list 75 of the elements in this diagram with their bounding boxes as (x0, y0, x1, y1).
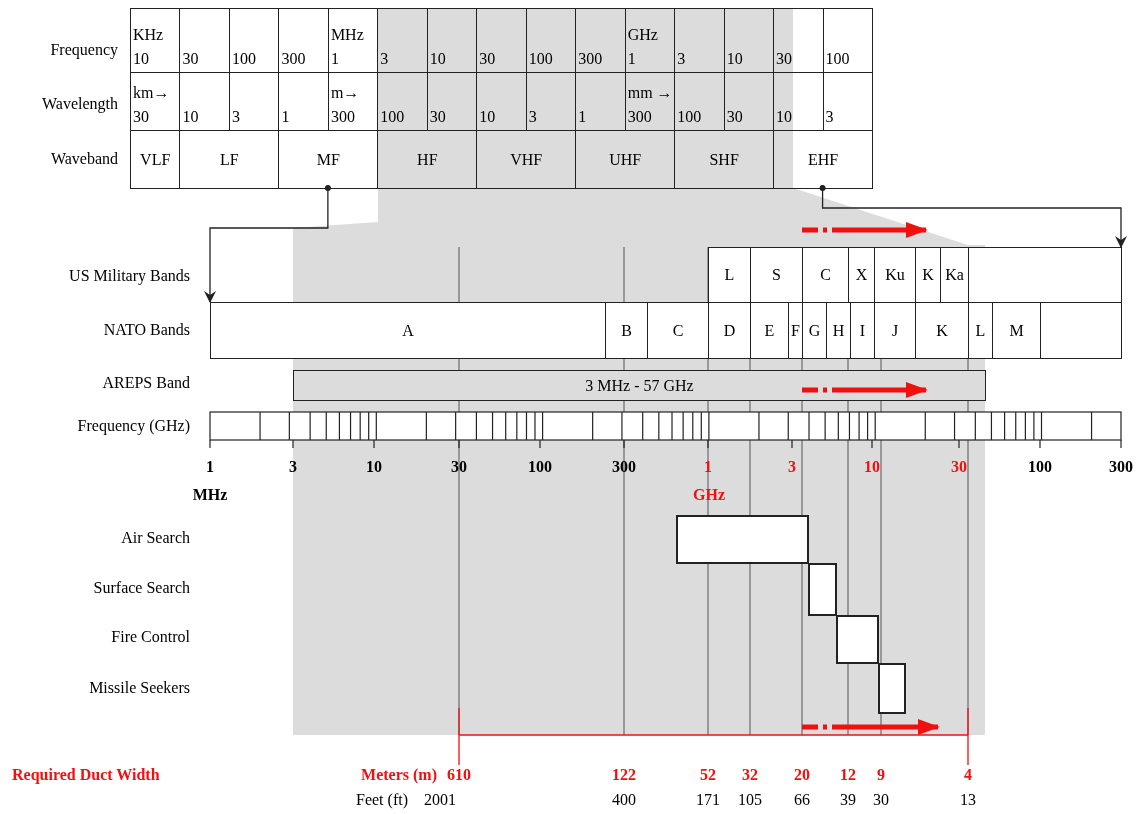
axis-tick-label: 300 (1109, 457, 1133, 477)
axis-tick-label: 10 (864, 457, 880, 477)
band-cell: K (915, 302, 969, 359)
range-bar (676, 515, 809, 564)
band-cell: G (802, 302, 827, 359)
axis-unit: GHz (693, 485, 725, 505)
duct-width-value: 610 (447, 765, 471, 785)
axis-tick-label: 1 (704, 457, 712, 477)
band-cell: B (605, 302, 648, 359)
row-header: Surface Search (93, 578, 190, 598)
band-cell: K (915, 247, 941, 303)
band-cell: D (708, 302, 751, 359)
axis-tick-label: 100 (528, 457, 552, 477)
duct-width-value: 105 (738, 790, 762, 810)
row-header: AREPS Band (102, 373, 190, 393)
band-cell: H (826, 302, 851, 359)
axis-tick-label: 30 (951, 457, 967, 477)
unit-label: Feet (ft) (356, 790, 408, 810)
duct-width-value: 171 (696, 790, 720, 810)
duct-width-value: 13 (960, 790, 976, 810)
row-header: US Military Bands (69, 266, 190, 286)
axis-tick-label: 300 (612, 457, 636, 477)
duct-width-value: 32 (742, 765, 758, 785)
duct-width-value: 66 (794, 790, 810, 810)
waveband-cell: VLF (130, 130, 181, 189)
connector-arrow (819, 184, 1127, 248)
range-bar (878, 663, 906, 714)
row-header: Missile Seekers (89, 678, 190, 698)
band-cell: Ku (874, 247, 916, 303)
axis-tick-label: 30 (451, 457, 467, 477)
unit-label: Meters (m) (361, 765, 437, 785)
duct-width-value: 2001 (424, 790, 456, 810)
duct-width-value: 400 (612, 790, 636, 810)
row-header: Wavelength (42, 94, 118, 114)
range-bar (836, 615, 879, 664)
waveband-cell: EHF (773, 130, 874, 189)
duct-width-value: 30 (873, 790, 889, 810)
band-cell: Ka (940, 247, 969, 303)
axis-tick-label: 3 (788, 457, 796, 477)
row-header: Waveband (50, 149, 118, 169)
axis-tick-label: 10 (366, 457, 382, 477)
band-cell: L (968, 302, 993, 359)
axis-tick-label: 100 (1028, 457, 1052, 477)
axis-tick-label: 3 (289, 457, 297, 477)
duct-width-value: 20 (794, 765, 810, 785)
band-cell: E (750, 302, 789, 359)
band-cell: L (708, 247, 751, 303)
frequency-cell: KHz 10 (130, 8, 181, 73)
band-cell: C (647, 302, 709, 359)
range-bar (808, 563, 837, 616)
band-cell: X (848, 247, 875, 303)
frequency-cell: 100 (822, 8, 874, 73)
band-cell: C (802, 247, 849, 303)
duct-width-value: 4 (964, 765, 972, 785)
row-header: Required Duct Width (12, 765, 160, 785)
range-bar: 3 MHz - 57 GHz (293, 370, 986, 401)
row-header: Air Search (121, 528, 190, 548)
axis-unit: MHz (192, 485, 228, 505)
band-cell: A (210, 302, 606, 359)
row-header: Frequency (50, 40, 118, 60)
connector-arrow (204, 184, 331, 303)
row-header: NATO Bands (103, 320, 190, 340)
band-cell (968, 247, 1122, 303)
duct-width-value: 39 (840, 790, 856, 810)
band-cell: I (850, 302, 875, 359)
duct-width-value: 52 (700, 765, 716, 785)
axis-tick-label: 1 (206, 457, 214, 477)
band-cell (1040, 302, 1122, 359)
row-header: Fire Control (111, 627, 190, 647)
duct-width-value: 122 (612, 765, 636, 785)
row-header: Frequency (GHz) (77, 416, 190, 436)
duct-width-value: 9 (877, 765, 885, 785)
band-cell: S (750, 247, 803, 303)
duct-width-value: 12 (840, 765, 856, 785)
band-cell: J (874, 302, 916, 359)
